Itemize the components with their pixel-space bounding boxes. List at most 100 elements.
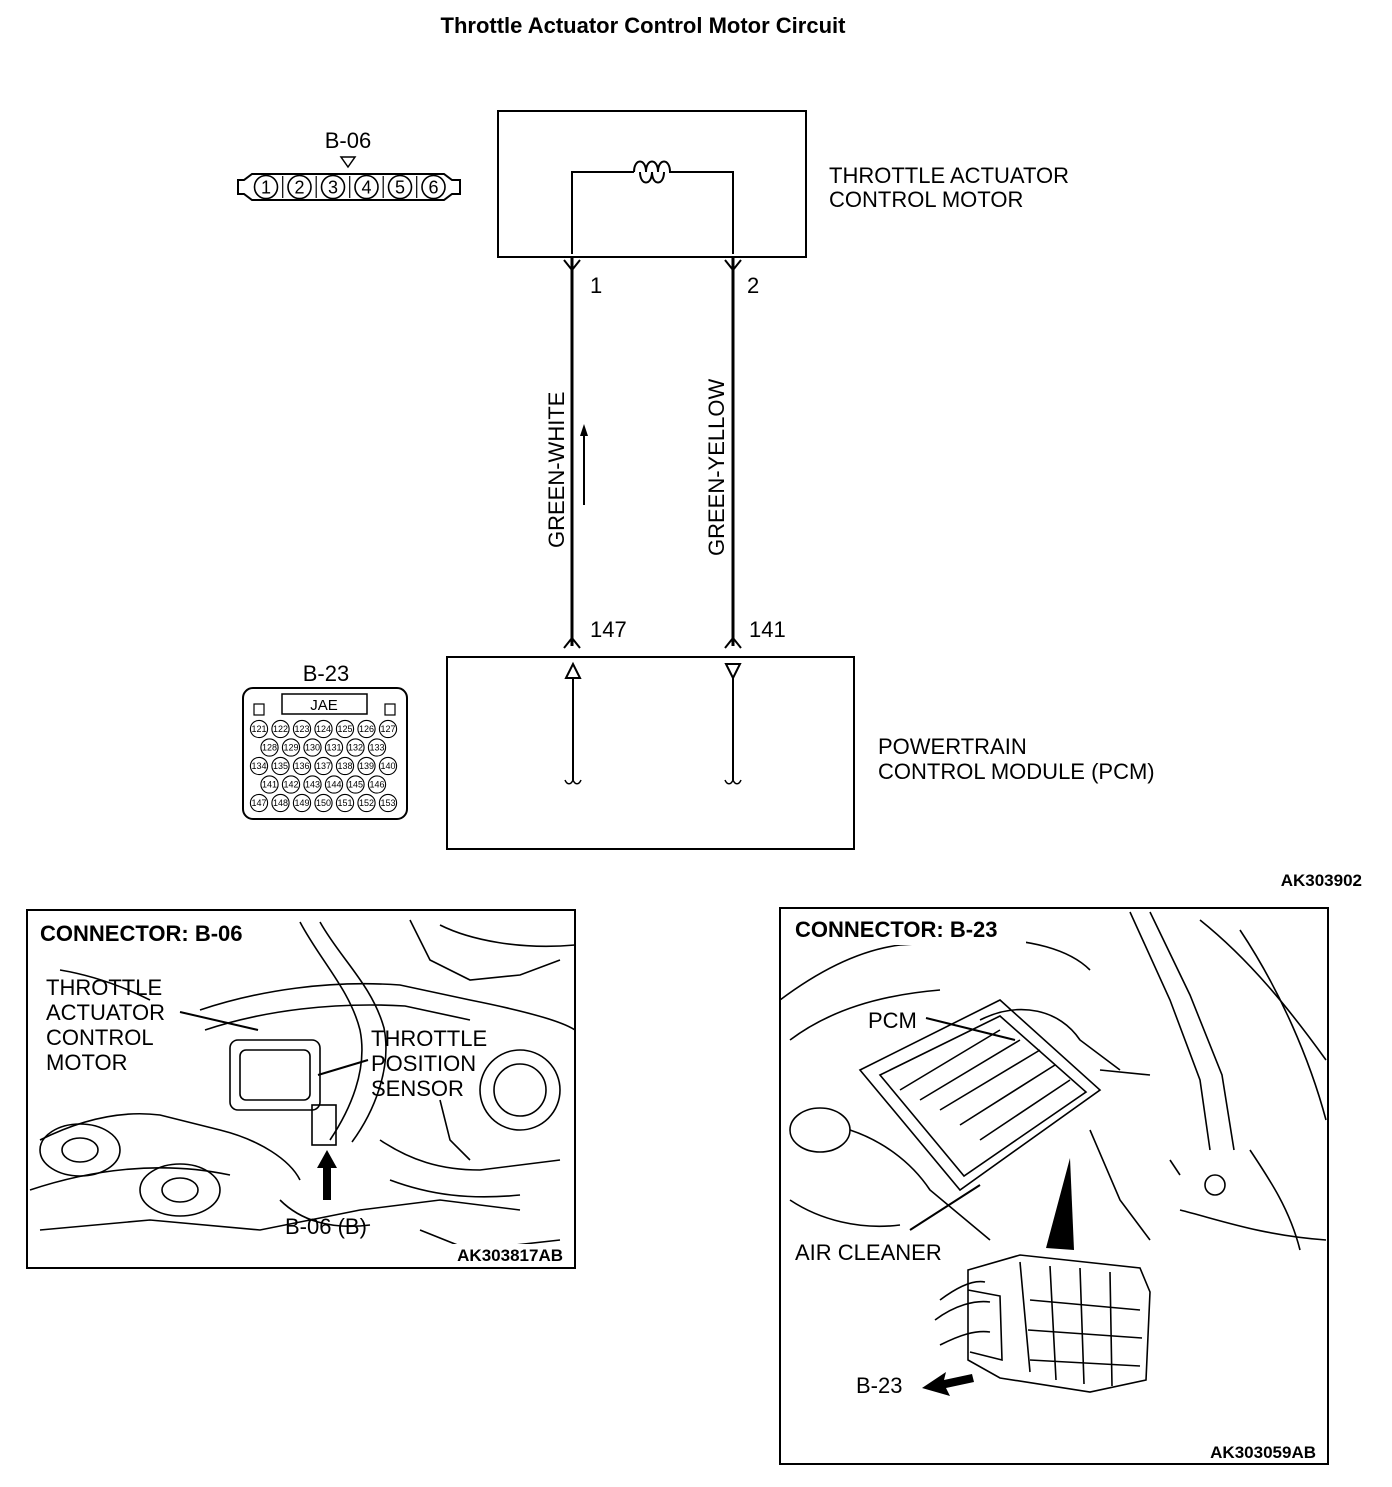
b06-pin-label: 1 [261, 178, 271, 198]
b23-pin-147 [249, 793, 269, 813]
b23-pin-label: 147 [251, 798, 266, 808]
b23-pin-140 [378, 756, 398, 776]
photo-b06-label2-line3: SENSOR [371, 1076, 464, 1101]
b23-pin-label: 129 [283, 743, 298, 753]
b23-pin-152 [357, 793, 376, 813]
leader-pcm [925, 1017, 1016, 1041]
b23-pin-141 [260, 775, 279, 794]
b23-connector-label: B-23 [303, 661, 349, 686]
photo-b23-figure-id: AK303059AB [1210, 1443, 1316, 1462]
b06-pin-label: 4 [361, 178, 371, 198]
b23-pin-label: 150 [316, 798, 331, 808]
b23-lock-right [384, 703, 396, 716]
pcm-terminal-147-arrow [563, 636, 581, 649]
b23-connector-body [242, 687, 408, 820]
b06-connector-label: B-06 [325, 128, 371, 153]
b23-pin-134 [249, 756, 269, 776]
b06-connector-body [237, 173, 461, 201]
b23-pin-label: 125 [337, 724, 352, 734]
b23-pin-label: 135 [273, 761, 288, 771]
b23-pin-label: 128 [262, 743, 277, 753]
b23-pin-label: 136 [294, 761, 309, 771]
b23-pin-142 [281, 775, 301, 794]
b06-pin-1 [253, 174, 279, 200]
b06-pin-5 [387, 174, 413, 200]
photo-b06-label1-line1: THROTTLE [46, 975, 162, 1000]
b23-pin-126 [357, 719, 376, 739]
b23-pin-130 [303, 738, 322, 757]
b23-pin-label: 131 [326, 743, 341, 753]
photo-b23-heading: CONNECTOR: B-23 [795, 917, 998, 942]
b23-pin-label: 140 [380, 761, 395, 771]
b23-pin-145 [346, 775, 365, 794]
b23-pin-label: 152 [359, 798, 374, 808]
b23-pin-135 [271, 756, 290, 776]
photo-b06-id-bg [438, 1244, 568, 1266]
pcm-input-141-break [724, 777, 742, 785]
b23-pin-label: 138 [337, 761, 352, 771]
b23-pin-label: 124 [316, 724, 331, 734]
b23-pin-144 [324, 775, 344, 794]
photo-b06-label1-line2: ACTUATOR [46, 1000, 165, 1025]
photo-panel-b06: CONNECTOR: B-06 THROTTLE ACTUATOR CONTRO… [26, 909, 576, 1269]
b23-pin-123 [292, 719, 312, 739]
b23-pin-label: 141 [262, 780, 277, 790]
leader-throttle-actuator [179, 1011, 259, 1031]
b23-maker-label: JAE [310, 697, 338, 714]
b23-zoom-pointer [1046, 1158, 1074, 1250]
b23-pin-149 [292, 793, 312, 813]
b23-pin-label: 148 [273, 798, 288, 808]
b23-pin-124 [314, 719, 333, 739]
motor-pin-1: 1 [590, 273, 602, 298]
b23-pin-label: 153 [380, 798, 395, 808]
b23-pin-label: 151 [337, 798, 352, 808]
current-direction-arrowhead [580, 424, 588, 436]
b23-pin-125 [335, 719, 355, 739]
motor-label-line2: CONTROL MOTOR [829, 187, 1023, 212]
pcm-input-147-arrow [564, 661, 582, 679]
photo-b06-frame [26, 909, 576, 1269]
b06-pin-6 [421, 174, 446, 200]
photo-b06-label1-line4: MOTOR [46, 1050, 127, 1075]
b23-pin-131 [324, 738, 344, 757]
b06-pin-2 [287, 174, 312, 200]
b23-pin-label: 149 [294, 798, 309, 808]
pcm-pin-141: 141 [749, 617, 786, 642]
photo-panel-b23: CONNECTOR: B-23 PCM AIR CLEANER B-23 AK3… [779, 907, 1329, 1465]
b23-pin-label: 137 [316, 761, 331, 771]
photo-b23-pcm-label: PCM [868, 1008, 917, 1033]
motor-box [497, 110, 807, 258]
b23-callout-arrow [922, 1372, 974, 1396]
b23-pin-label: 123 [294, 724, 309, 734]
pcm-pin-147: 147 [590, 617, 627, 642]
photo-b06-connector-callout: B-06 (B) [285, 1214, 367, 1239]
b06-pin-3 [320, 174, 346, 200]
photo-b06-figure-id: AK303817AB [457, 1246, 563, 1265]
photo-b23-frame [779, 907, 1329, 1465]
b06-pin-label: 6 [428, 178, 438, 198]
wire-label-green-white: GREEN-WHITE [544, 392, 569, 548]
wire-label-green-yellow: GREEN-YELLOW [704, 379, 729, 556]
b23-pin-132 [346, 738, 365, 757]
b23-pin-148 [271, 793, 290, 813]
b23-pin-133 [367, 738, 387, 757]
photo-b06-heading-bg [36, 918, 272, 948]
b23-pin-153 [378, 793, 398, 813]
b23-pin-label: 145 [348, 780, 363, 790]
photo-b06-label2-line1: THROTTLE [371, 1026, 487, 1051]
pcm-input-141-arrow [724, 663, 742, 681]
photo-b06-heading: CONNECTOR: B-06 [40, 921, 243, 946]
b23-pin-143 [303, 775, 322, 794]
motor-coil-loops [639, 171, 665, 184]
b06-pin-4 [354, 174, 379, 200]
diagram-title: Throttle Actuator Control Motor Circuit [441, 13, 847, 38]
diagram-figure-id: AK303902 [1281, 871, 1362, 890]
photo-b23-air-cleaner-label: AIR CLEANER [795, 1240, 942, 1265]
b06-pin-label: 2 [294, 178, 304, 198]
b23-pin-121 [249, 719, 269, 739]
b23-pin-139 [357, 756, 376, 776]
photo-b06-label1-line3: CONTROL [46, 1025, 154, 1050]
b23-maker-box [281, 693, 368, 715]
